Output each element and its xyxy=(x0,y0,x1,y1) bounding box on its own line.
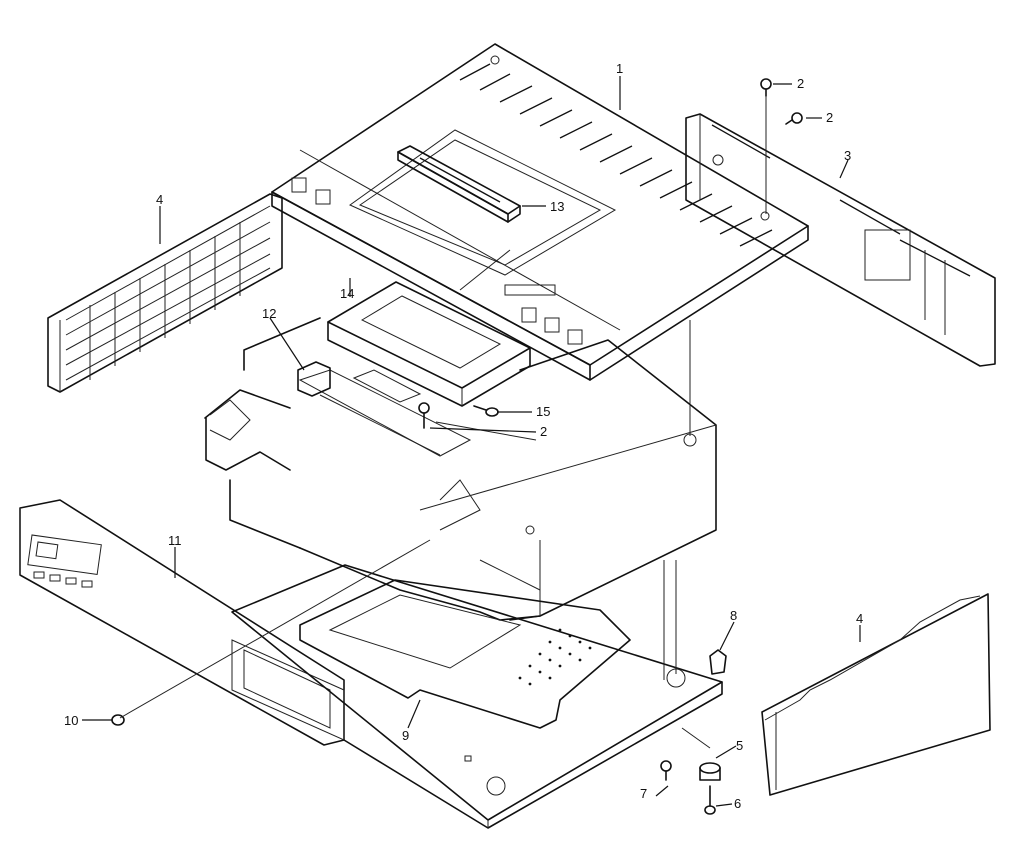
callout-4-right: 4 xyxy=(856,611,863,626)
bottom-case xyxy=(231,564,723,829)
screw-part-2-chassis xyxy=(418,402,430,429)
screw-part-15 xyxy=(473,405,499,417)
bracket-part-12 xyxy=(297,361,331,397)
side-panel-right-part-4 xyxy=(761,593,991,796)
screw-part-2-rear xyxy=(785,112,803,125)
screw-part-6 xyxy=(704,785,716,815)
rear-panel-part-3 xyxy=(685,113,996,367)
callout-6: 6 xyxy=(734,796,741,811)
callout-12: 12 xyxy=(262,306,276,321)
bracket-part-8 xyxy=(709,649,727,675)
top-cover-part-1 xyxy=(271,43,809,381)
callout-15: 15 xyxy=(536,404,550,419)
callout-11: 11 xyxy=(168,533,182,548)
callout-labels: 1 2 2 2 3 4 4 5 6 7 8 9 10 11 12 13 14 1… xyxy=(64,61,863,811)
shield-plate-part-9 xyxy=(299,579,631,729)
screw-part-2-top xyxy=(760,78,772,97)
screw-part-7 xyxy=(660,760,672,781)
callout-14: 14 xyxy=(340,286,354,301)
callout-2-top-screw: 2 xyxy=(797,76,804,91)
leader-lines xyxy=(82,76,861,807)
callout-3: 3 xyxy=(844,148,851,163)
handle-part-13 xyxy=(397,145,521,223)
callout-2-rear-screw: 2 xyxy=(826,110,833,125)
callout-10: 10 xyxy=(64,713,78,728)
display-unit-part-14 xyxy=(327,281,531,407)
assembly-guide-lines xyxy=(119,96,767,749)
callout-1: 1 xyxy=(616,61,623,76)
callout-7: 7 xyxy=(640,786,647,801)
chassis xyxy=(204,317,717,621)
foot-part-5 xyxy=(699,762,721,781)
side-grille-left-part-4 xyxy=(47,193,283,393)
front-bezel-part-11 xyxy=(19,499,345,746)
callout-8: 8 xyxy=(730,608,737,623)
callout-4-left: 4 xyxy=(156,192,163,207)
callout-9: 9 xyxy=(402,728,409,743)
callout-13: 13 xyxy=(550,199,564,214)
callout-5: 5 xyxy=(736,738,743,753)
callout-2-chassis-screw: 2 xyxy=(540,424,547,439)
